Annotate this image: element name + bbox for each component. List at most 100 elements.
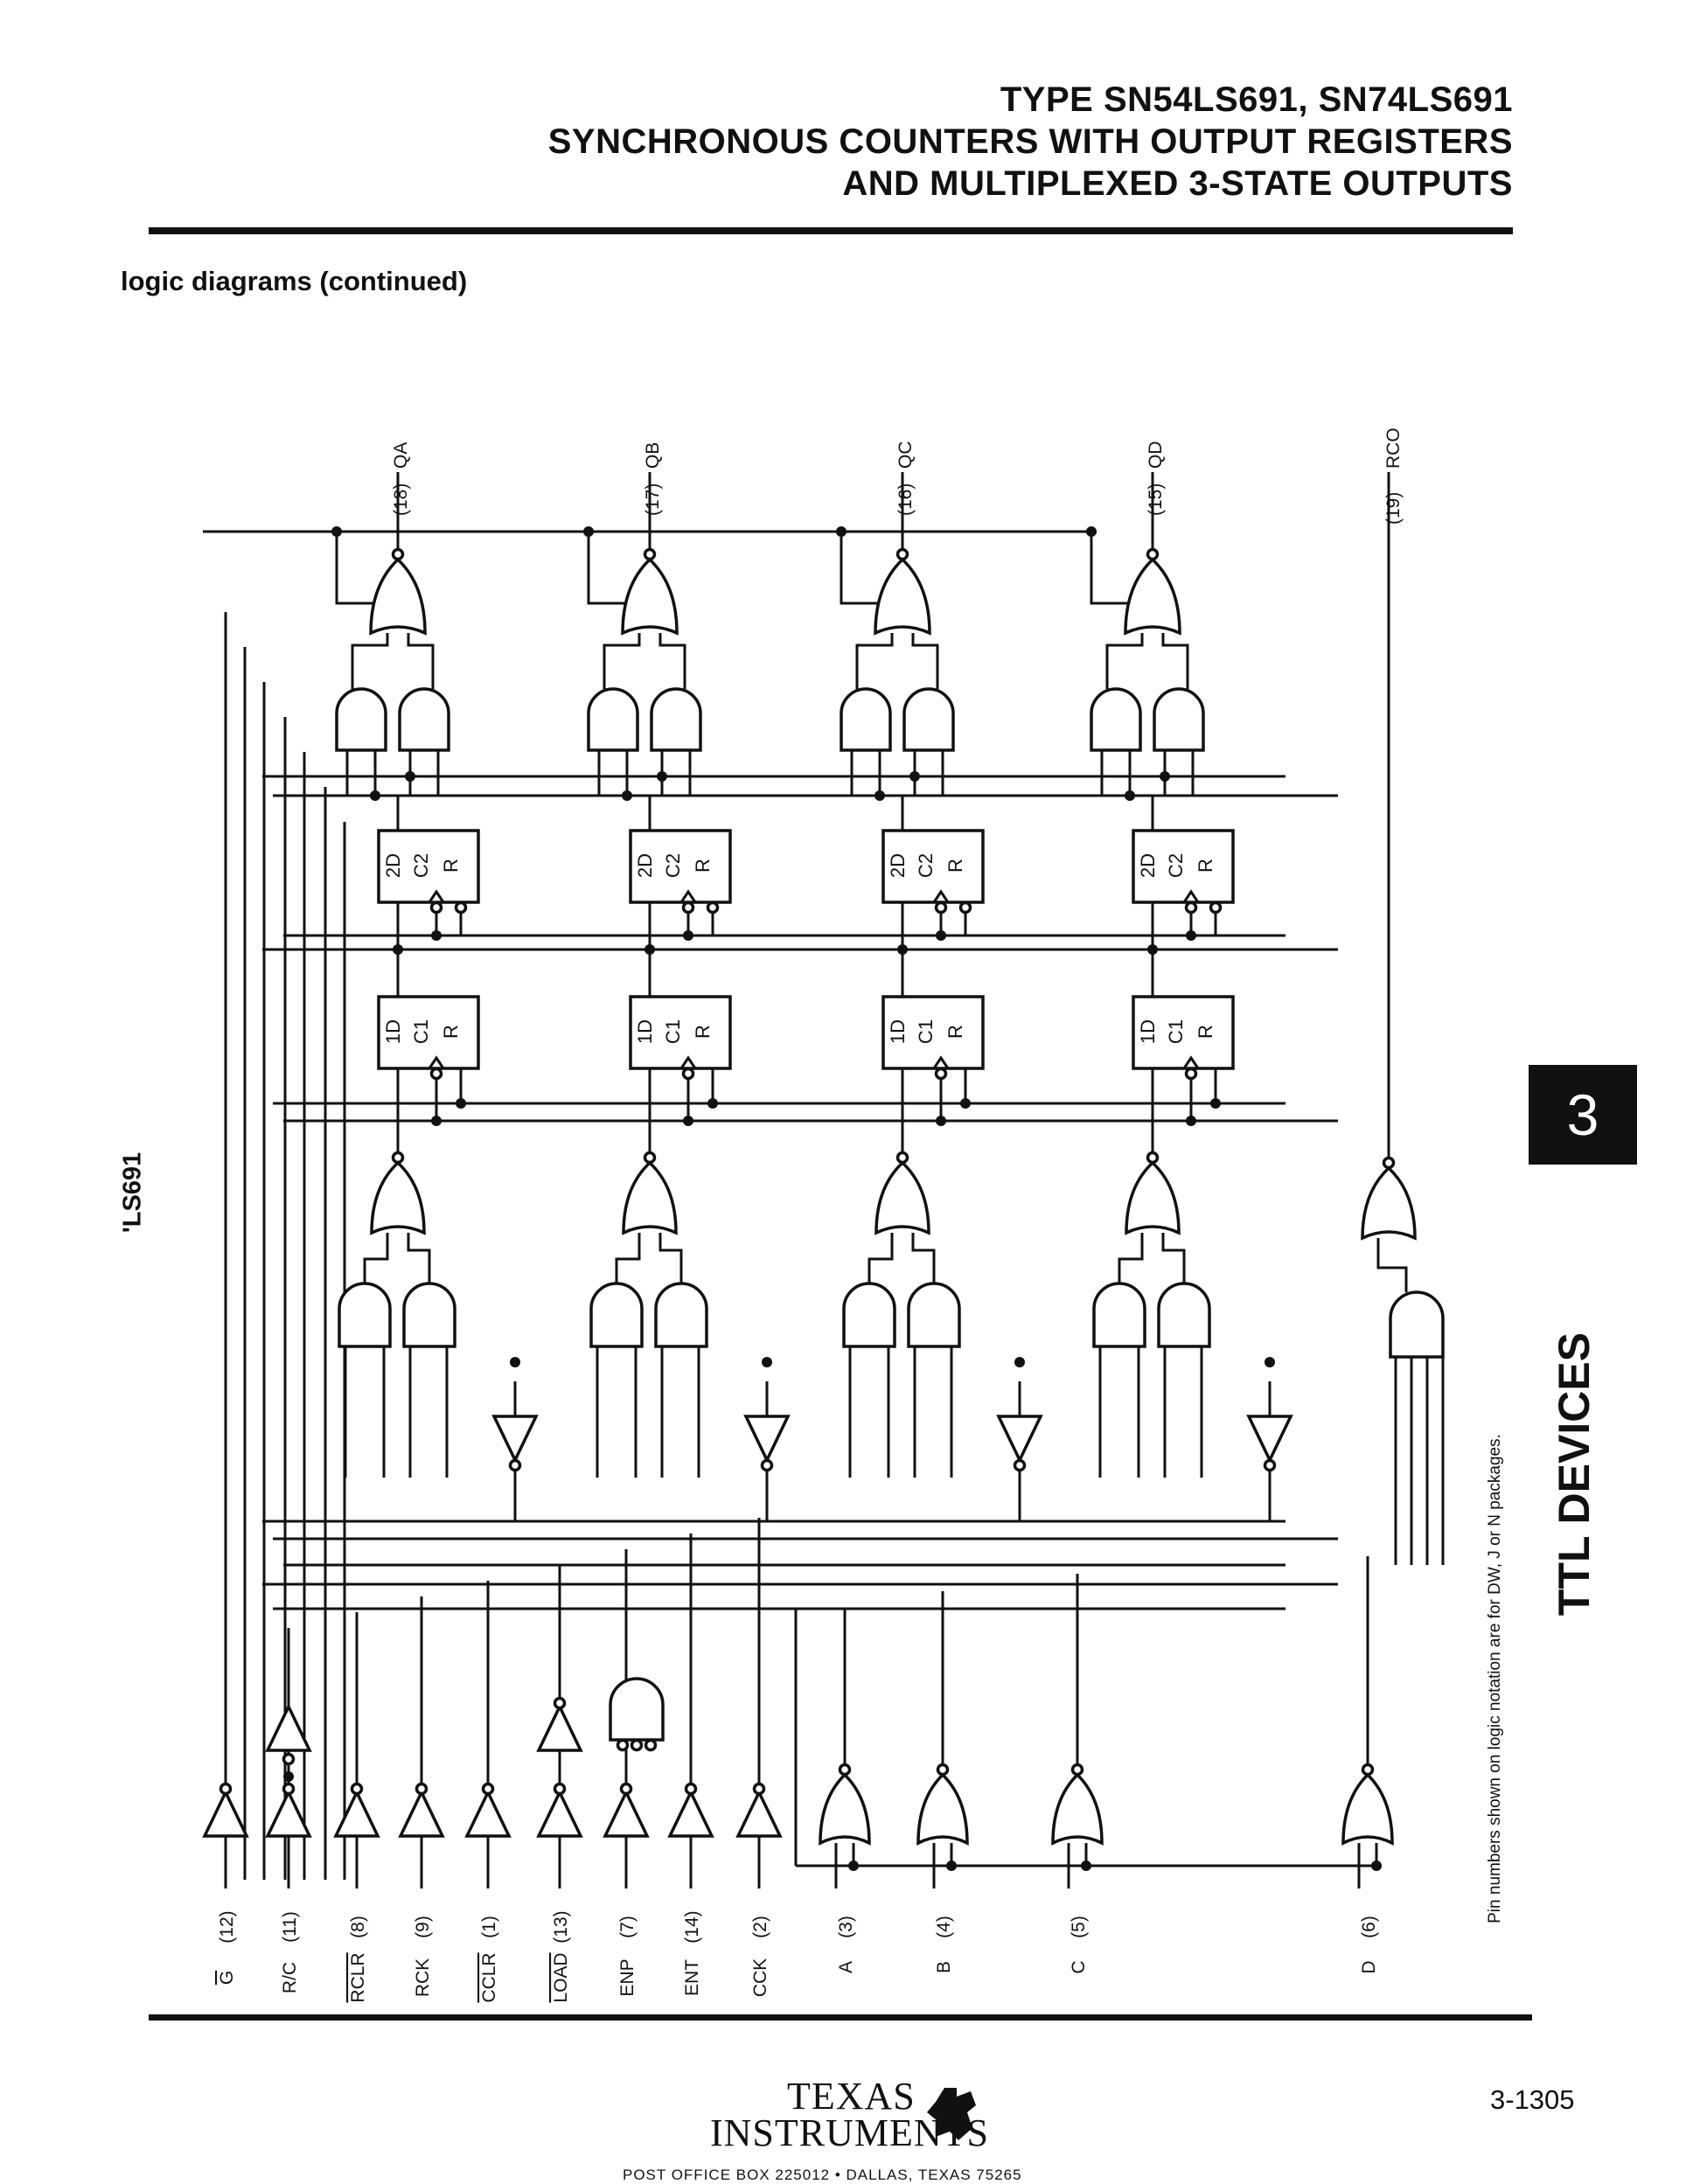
ti-logo-icon: [927, 2088, 976, 2140]
company-address: POST OFFICE BOX 225012 • DALLAS, TEXAS 7…: [623, 2167, 1022, 2183]
flipflop-pin-label: 2D: [887, 853, 909, 878]
bit-1-count-and: [654, 1282, 708, 1348]
flipflop-pin-label: 2D: [1137, 853, 1159, 878]
bit-3-inverter: [1246, 1415, 1293, 1464]
bit-2-inverter: [996, 1415, 1043, 1464]
bit-1-and-right: [650, 687, 702, 752]
wire: [407, 633, 435, 689]
load-inverter: [536, 1702, 583, 1752]
input-buffer-rclr: [333, 1788, 380, 1838]
data-name-3: D: [1359, 1960, 1379, 1973]
inverter-bubble: [1146, 547, 1160, 561]
data-name-2: C: [1069, 1960, 1089, 1973]
wire: [1118, 1233, 1144, 1283]
data-pin-2: (5): [1069, 1916, 1089, 1938]
inverter-bubble: [429, 901, 443, 915]
bit-2-count-and: [907, 1282, 961, 1348]
inverter-bubble: [934, 1067, 948, 1081]
bit-1-output-name: QB: [643, 442, 663, 469]
bit-0-output-or: [369, 557, 427, 636]
flipflop-pin-label: C1: [1165, 1019, 1187, 1044]
inverter-bubble: [553, 1782, 567, 1796]
bit-1-output-or: [621, 557, 679, 636]
bottom-rule: [149, 2014, 1532, 2021]
junction-dot: [946, 1861, 957, 1871]
inverter-bubble: [644, 1738, 658, 1752]
wire: [407, 1233, 431, 1283]
flipflop-pin-label: R: [440, 1025, 462, 1039]
header-title: TYPE SN54LS691, SN74LS691: [1000, 80, 1513, 119]
flipflop-pin-label: R: [944, 859, 966, 873]
flipflop-pin-label: R: [440, 859, 462, 873]
wire: [867, 1233, 894, 1283]
inverter-bubble: [936, 1763, 950, 1777]
bit-1-inverter: [743, 1415, 791, 1464]
company-name-line2: INSTRUMENTS: [710, 2111, 990, 2154]
flipflop-pin-label: R: [692, 859, 714, 873]
inverter-bubble: [1382, 1156, 1396, 1170]
bit-0-mux-or: [370, 1160, 426, 1235]
wire: [615, 1233, 641, 1283]
inverter-bubble: [1263, 1458, 1277, 1472]
flipflop-box: [629, 829, 732, 904]
input-name-8: CCK: [750, 1958, 770, 1997]
flipflop-pin-label: R: [692, 1025, 714, 1039]
flipflop-pin-label: C1: [915, 1019, 937, 1044]
bit-3-output-name: QD: [1146, 442, 1166, 469]
inverter-bubble: [1209, 901, 1223, 915]
rco-and: [1389, 1290, 1445, 1359]
input-buffer-cck: [735, 1788, 783, 1838]
input-pin-2: (8): [348, 1916, 368, 1938]
data-or-c: [1051, 1772, 1104, 1846]
wire: [658, 1233, 683, 1283]
input-buffer-cclr: [464, 1788, 512, 1838]
bit-2-load-and: [842, 1282, 896, 1348]
input-buffer-enp: [603, 1788, 650, 1838]
bit-3-load-and: [1092, 1282, 1146, 1348]
input-buffer-load: [536, 1788, 583, 1838]
input-name-5: LOAD: [551, 1952, 571, 2002]
bit-3-and-right: [1153, 687, 1205, 752]
enable-and: [609, 1677, 665, 1742]
wire: [855, 633, 894, 689]
inverter-bubble: [895, 547, 909, 561]
wire: [603, 633, 641, 689]
inverter-bubble: [350, 1782, 364, 1796]
flipflop-box: [1132, 829, 1235, 904]
company-name-line1: TEXAS: [787, 2075, 916, 2118]
bit-0-and-right: [398, 687, 450, 752]
bit-0-inverter: [491, 1415, 539, 1464]
inverter-bubble: [454, 901, 468, 915]
inverter-bubble: [391, 547, 405, 561]
bit-2-and-right: [902, 687, 955, 752]
inverter-bubble: [553, 1696, 567, 1710]
pin-labels: (18)QA(17)QB(16)QC(15)QD(19)RCO(12)G(11)…: [217, 428, 1404, 2002]
flipflop-box: [629, 995, 732, 1070]
rco-pin: (19): [1383, 492, 1404, 525]
input-buffer-ent: [667, 1788, 714, 1838]
flipflop-pin-label: 1D: [887, 1019, 909, 1044]
flipflop-pin-label: R: [1195, 859, 1216, 873]
inverter-bubble: [1184, 901, 1198, 915]
section-title: logic diagrams (continued): [121, 266, 468, 296]
inverter-bubble: [752, 1782, 766, 1796]
wire: [1161, 1233, 1186, 1283]
bit-0-output-name: QA: [391, 442, 411, 469]
input-name-6: ENP: [617, 1958, 638, 1996]
junction-dot: [1371, 1861, 1382, 1871]
inverter-bubble: [619, 1782, 633, 1796]
inverter-bubble: [684, 1782, 698, 1796]
input-pin-7: (14): [682, 1910, 702, 1943]
chapter-tab: 3: [1529, 1065, 1637, 1165]
data-or-a: [819, 1772, 871, 1846]
bit-2-output-or: [874, 557, 931, 636]
flipflop-pin-label: C2: [410, 853, 432, 878]
flipflop-box: [881, 829, 985, 904]
top-rule: [149, 227, 1513, 234]
bit-2-output-pin: (16): [895, 483, 916, 516]
inverter-bubble: [1070, 1763, 1084, 1777]
